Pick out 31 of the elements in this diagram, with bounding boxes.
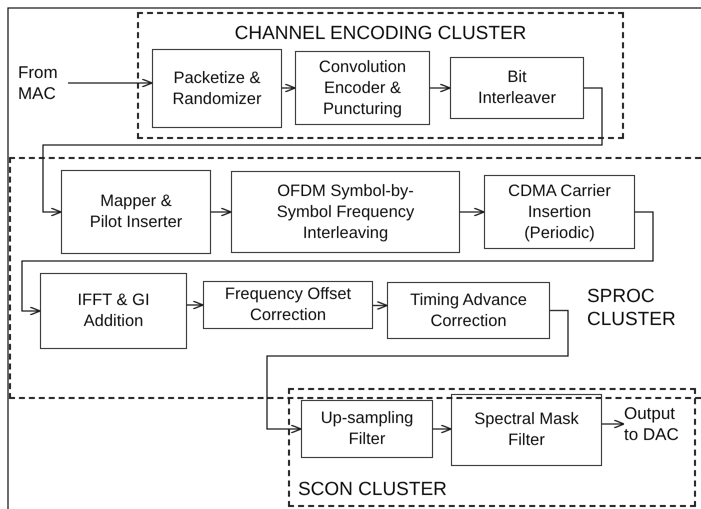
- arrow: [211, 207, 232, 217]
- process-box: Bit Interleaver: [450, 57, 584, 119]
- arrow: [602, 419, 625, 429]
- process-box: Up-sampling Filter: [301, 400, 433, 458]
- io-label: Output to DAC: [624, 406, 690, 442]
- cluster-region: [9, 157, 701, 399]
- arrow: [430, 83, 451, 93]
- arrow: [68, 78, 153, 88]
- arrow: [373, 300, 388, 310]
- cluster-region: [288, 388, 696, 507]
- process-box: Convolution Encoder & Puncturing: [295, 51, 430, 125]
- process-box: Spectral Mask Filter: [451, 394, 602, 466]
- arrow: [42, 87, 603, 217]
- arrow: [187, 300, 204, 310]
- process-box: Frequency Offset Correction: [203, 281, 373, 329]
- arrow: [21, 211, 654, 316]
- process-box: IFFT & GI Addition: [40, 273, 187, 349]
- cluster-title: CHANNEL ENCODING CLUSTER: [234, 22, 528, 45]
- cluster-region: [137, 12, 624, 139]
- arrow: [433, 424, 452, 434]
- process-box: Mapper & Pilot Inserter: [61, 170, 211, 254]
- cluster-title: SPROC CLUSTER: [587, 285, 677, 331]
- process-box: Timing Advance Correction: [387, 282, 550, 339]
- arrow: [460, 207, 485, 217]
- cluster-title: SCON CLUSTER: [298, 478, 447, 501]
- io-label: From MAC: [18, 66, 68, 100]
- process-box: CDMA Carrier Insertion (Periodic): [484, 175, 635, 249]
- process-box: Packetize & Randomizer: [152, 49, 282, 128]
- arrow: [266, 310, 569, 434]
- process-box: OFDM Symbol-by-Symbol Frequency Interleaving: [231, 171, 460, 253]
- arrow: [282, 83, 296, 93]
